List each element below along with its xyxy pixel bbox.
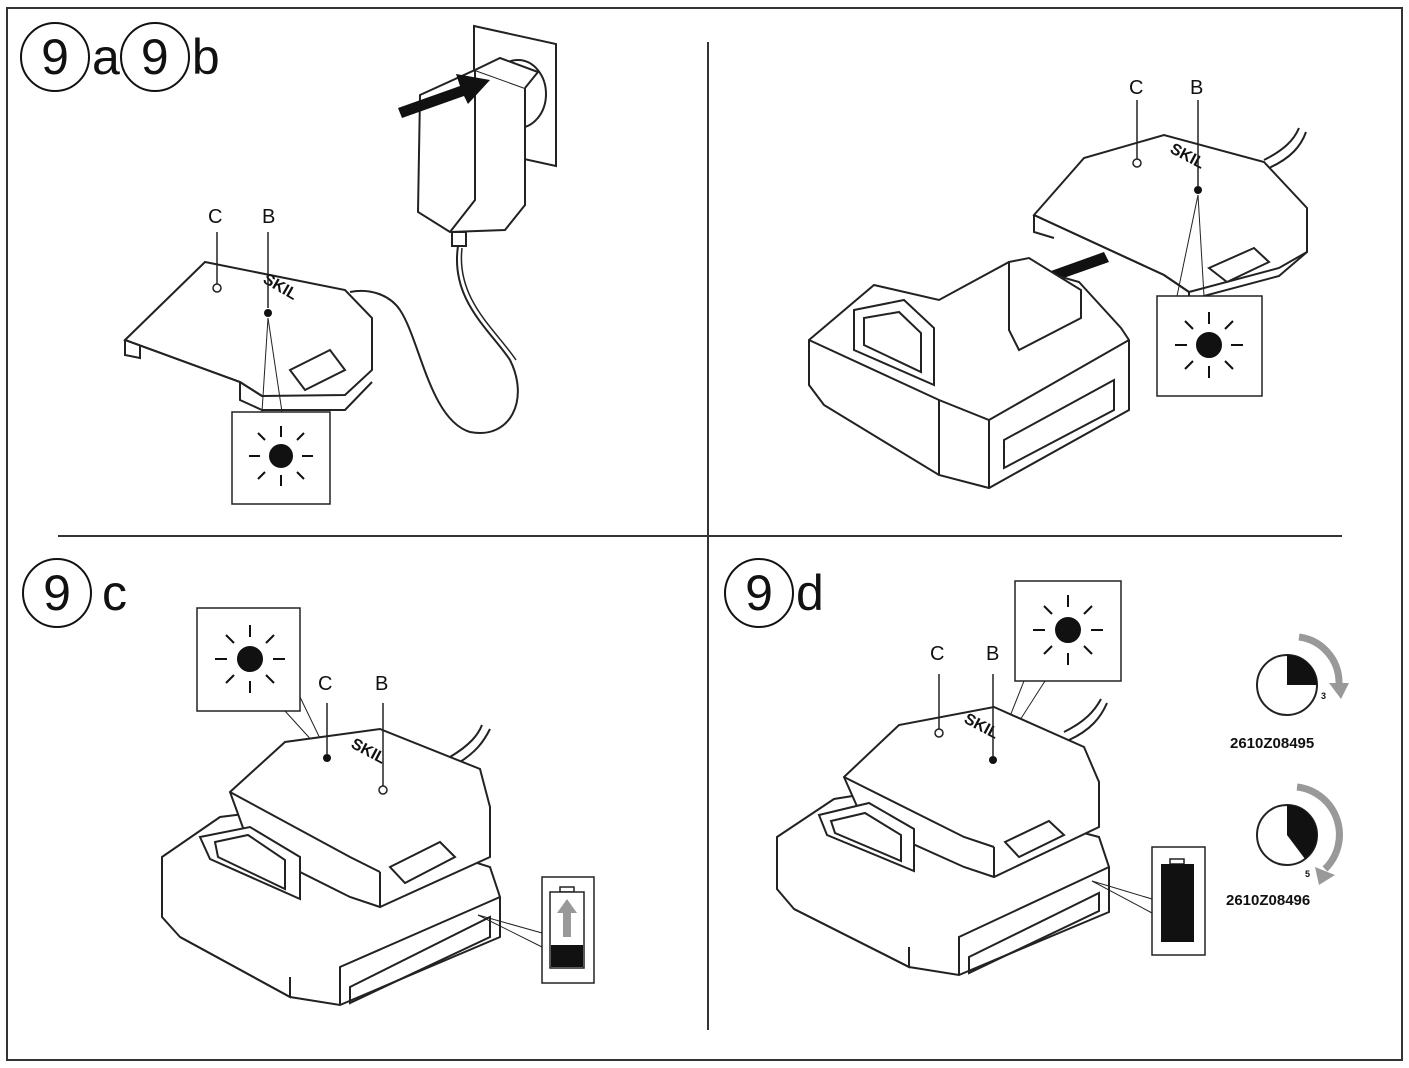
point-c-indicator [934, 728, 944, 738]
figure-label-9a-9b: 9 a 9 b [20, 22, 220, 92]
power-adapter [416, 56, 540, 247]
svg-text:5: 5 [1305, 869, 1310, 879]
charger-body [123, 260, 373, 411]
led-on-icon [215, 625, 285, 693]
illustration-charged: SKIL 3 5 [776, 580, 1349, 977]
part-code-long: 2610Z08496 [1226, 892, 1311, 909]
battery-full-icon [1161, 858, 1194, 942]
point-b-indicator [989, 756, 997, 764]
part-code-short: 2610Z08495 [1230, 735, 1315, 752]
figure-number-circle: 9 [724, 558, 794, 628]
point-b-indicator [378, 785, 388, 795]
battery-pack [808, 256, 1130, 490]
figure-letter: b [191, 29, 220, 85]
led-on-icon [249, 426, 313, 486]
label-point-c: C [930, 643, 945, 665]
label-point-b: B [1190, 77, 1204, 99]
figure-number-circle: 9 [20, 22, 90, 92]
point-c-indicator [1132, 158, 1142, 168]
figure-label-9c: 9 c [22, 558, 127, 628]
figure-letter: a [92, 29, 120, 85]
point-c-indicator [323, 754, 331, 762]
illustration-battery-insert: SKIL [808, 100, 1308, 490]
label-point-c: C [208, 206, 223, 228]
timer-short-icon: 3 [1256, 633, 1349, 716]
led-on-icon [1033, 595, 1103, 665]
figure-label-9d: 9 d [724, 558, 824, 628]
battery-charging-icon [549, 886, 585, 969]
label-point-b: B [375, 673, 389, 695]
illustration-charging: SKIL [161, 607, 595, 1007]
label-point-b: B [262, 206, 276, 228]
point-b-indicator [264, 309, 272, 317]
point-c-indicator [212, 283, 222, 293]
charger-cable [349, 245, 519, 435]
label-point-b: B [986, 643, 1000, 665]
svg-text:3: 3 [1321, 691, 1326, 701]
timer-long-icon: 5 [1256, 783, 1343, 885]
figure-letter: d [796, 565, 824, 621]
figure-number-circle: 9 [22, 558, 92, 628]
figure-letter: c [102, 565, 127, 621]
label-point-c: C [318, 673, 333, 695]
illustration-charger-plug: SKIL [123, 24, 557, 505]
point-b-indicator [1194, 186, 1202, 194]
led-on-icon [1175, 312, 1243, 378]
push-arrow [398, 74, 490, 118]
label-point-c: C [1129, 77, 1144, 99]
figure-number-circle: 9 [119, 22, 190, 92]
